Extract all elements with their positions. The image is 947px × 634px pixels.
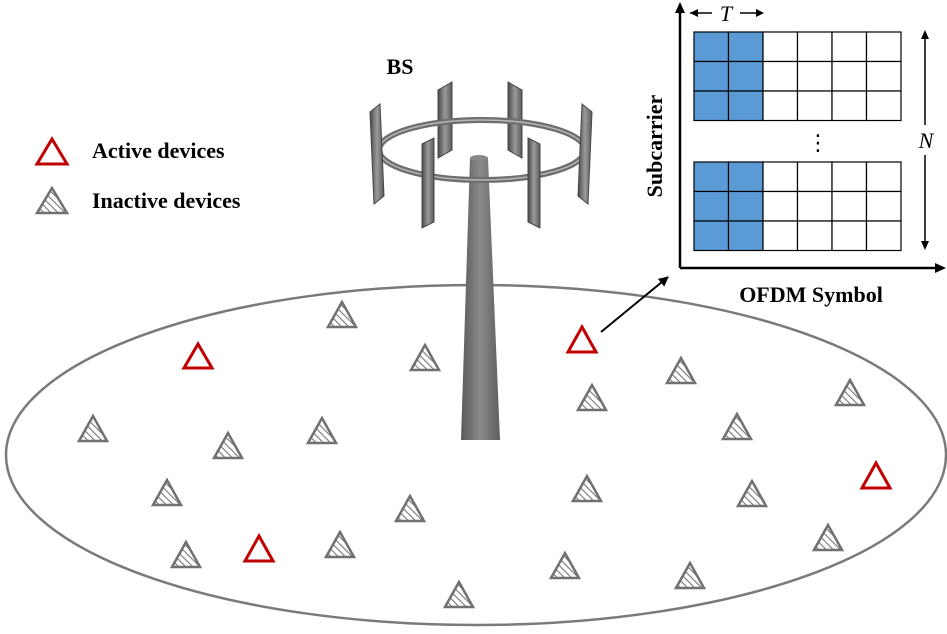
active-device xyxy=(565,323,599,354)
pilot-cell xyxy=(693,220,730,252)
grid-cell xyxy=(796,161,833,193)
pilot-cell xyxy=(693,161,730,193)
grid-cell xyxy=(762,220,799,252)
pilot-cell xyxy=(727,220,764,252)
grid-cell xyxy=(831,60,868,92)
grid-cell xyxy=(762,90,799,122)
grid-cell xyxy=(865,220,902,252)
active-device xyxy=(181,341,215,370)
inactive-device xyxy=(811,522,845,552)
x-axis-label: OFDM Symbol xyxy=(739,282,883,307)
legend-inactive-label: Inactive devices xyxy=(92,188,241,213)
t-label: T xyxy=(720,1,734,26)
legend-inactive-icon xyxy=(34,185,70,215)
active-device xyxy=(859,459,893,490)
inactive-devices xyxy=(76,299,867,609)
grid-cell xyxy=(796,190,833,222)
y-axis-label: Subcarrier xyxy=(642,94,667,197)
bs-label: BS xyxy=(387,54,414,79)
inactive-device xyxy=(735,478,769,508)
pilot-cell xyxy=(693,31,730,63)
grid-cell xyxy=(865,190,902,222)
inactive-device xyxy=(833,377,867,407)
inactive-device xyxy=(305,415,339,445)
grid-cell xyxy=(762,60,799,92)
inactive-device xyxy=(548,550,582,580)
grid-cell xyxy=(796,220,833,252)
inactive-device xyxy=(323,529,357,559)
grid-cell xyxy=(762,190,799,222)
pilot-cell xyxy=(727,161,764,193)
inactive-device xyxy=(211,430,245,460)
grid-cell xyxy=(831,161,868,193)
n-label: N xyxy=(918,128,935,153)
inactive-device xyxy=(325,299,359,329)
legend-active-label: Active devices xyxy=(92,138,225,163)
grid-cell xyxy=(831,31,868,63)
device-to-grid-arrow xyxy=(600,276,669,333)
pilot-cell xyxy=(693,190,730,222)
inactive-device xyxy=(76,413,110,443)
pilot-cell xyxy=(727,31,764,63)
grid-cell xyxy=(865,90,902,122)
grid-cell xyxy=(831,90,868,122)
grid-cell xyxy=(762,31,799,63)
inactive-device xyxy=(575,382,609,412)
grid-cell xyxy=(865,31,902,63)
pilot-cell xyxy=(727,60,764,92)
active-devices xyxy=(181,323,893,563)
inactive-device xyxy=(570,473,604,503)
inactive-device xyxy=(408,342,442,372)
antenna-panels-front xyxy=(369,102,593,229)
grid-cells xyxy=(693,31,902,252)
legend-active-icon xyxy=(34,136,70,166)
base-station-tower xyxy=(461,155,500,440)
inactive-device xyxy=(150,477,184,507)
inactive-device xyxy=(673,560,707,590)
pilot-cell xyxy=(693,60,730,92)
grid-cell xyxy=(796,90,833,122)
grid-cell xyxy=(796,31,833,63)
inactive-device xyxy=(393,493,427,523)
grid-cell xyxy=(796,60,833,92)
grid-cell xyxy=(762,161,799,193)
inactive-device xyxy=(169,539,203,569)
grid-cell xyxy=(831,220,868,252)
pilot-cell xyxy=(727,190,764,222)
resource-grid: T N ⋮ Subcarrier OFDM Symbol xyxy=(642,1,946,307)
pilot-cell xyxy=(727,90,764,122)
legend: Active devices Inactive devices xyxy=(34,136,241,215)
active-device xyxy=(242,532,276,563)
t-dimension: T xyxy=(690,1,764,26)
ellipsis-dots: ⋮ xyxy=(807,131,829,156)
grid-cell xyxy=(831,190,868,222)
pilot-cell xyxy=(693,90,730,122)
n-dimension: N xyxy=(918,30,935,250)
grid-cell xyxy=(865,161,902,193)
inactive-device xyxy=(442,579,476,609)
inactive-device xyxy=(720,411,754,441)
grid-cell xyxy=(865,60,902,92)
inactive-device xyxy=(664,355,698,385)
